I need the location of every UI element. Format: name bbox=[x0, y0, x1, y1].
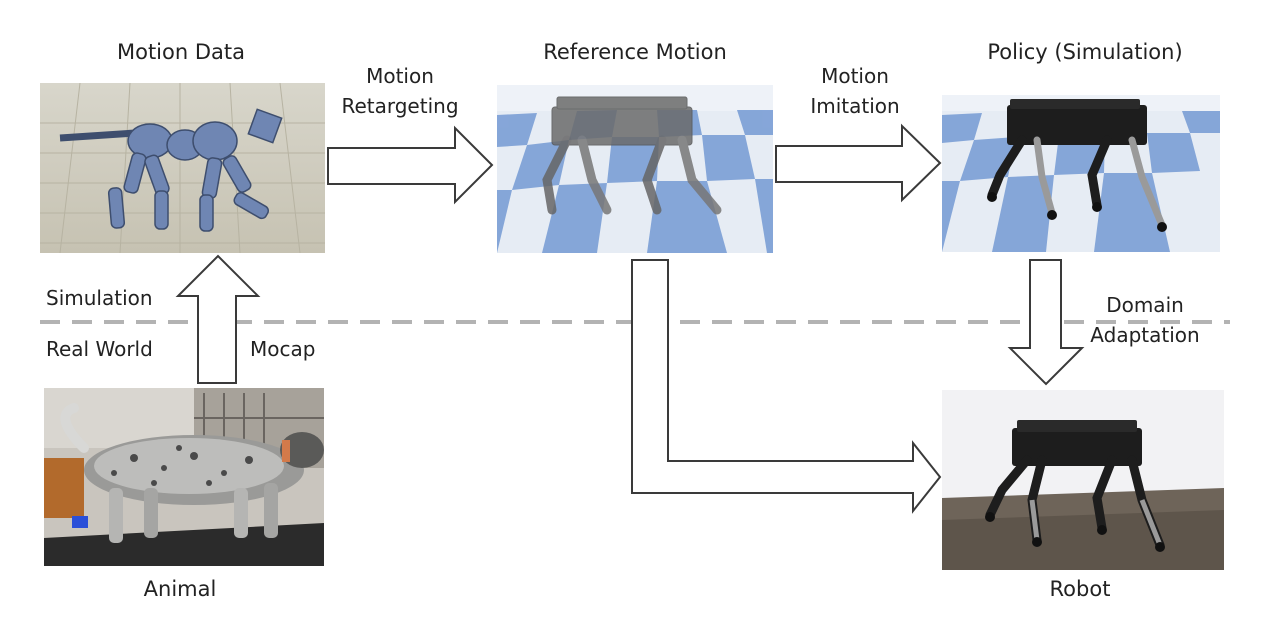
animal-photo-panel bbox=[44, 388, 324, 566]
robot-figure bbox=[985, 420, 1165, 552]
motion-retargeting-arrow bbox=[327, 125, 494, 205]
dog-photo bbox=[44, 388, 324, 566]
motion-imitation-arrow bbox=[775, 123, 942, 203]
robot-label: Robot bbox=[1049, 577, 1111, 601]
dog-figure bbox=[60, 403, 324, 543]
policy-robot-figure bbox=[987, 99, 1167, 232]
animal-label: Animal bbox=[143, 577, 217, 601]
mocap-arrow bbox=[175, 254, 261, 384]
mocap-label: Mocap bbox=[250, 337, 316, 361]
motion-data-panel bbox=[40, 83, 325, 253]
reference-motion-panel bbox=[497, 85, 773, 253]
domain-adaptation-label-2: Adaptation bbox=[1090, 323, 1200, 347]
motion-retargeting-label-1: Motion bbox=[366, 64, 434, 88]
motion-data-title: Motion Data bbox=[116, 40, 245, 64]
skeleton-figure bbox=[59, 108, 283, 232]
reference-to-robot-arrow bbox=[631, 259, 942, 514]
policy-simulation-title: Policy (Simulation) bbox=[987, 40, 1183, 64]
policy-simulation-render bbox=[942, 95, 1220, 252]
reference-motion-render bbox=[497, 85, 773, 253]
domain-adaptation-label-1: Domain bbox=[1106, 293, 1184, 317]
reference-robot-figure bbox=[542, 96, 722, 215]
simulation-region-label: Simulation bbox=[46, 286, 153, 310]
skeleton-render bbox=[40, 83, 325, 253]
domain-adaptation-arrow bbox=[1007, 259, 1085, 386]
motion-imitation-label-1: Motion bbox=[821, 64, 889, 88]
robot-photo bbox=[942, 390, 1224, 570]
policy-simulation-panel bbox=[942, 95, 1220, 252]
reference-motion-title: Reference Motion bbox=[543, 40, 727, 64]
real-world-region-label: Real World bbox=[46, 337, 153, 361]
motion-retargeting-label-2: Retargeting bbox=[341, 94, 459, 118]
motion-imitation-label-2: Imitation bbox=[810, 94, 900, 118]
robot-photo-panel bbox=[942, 390, 1224, 570]
